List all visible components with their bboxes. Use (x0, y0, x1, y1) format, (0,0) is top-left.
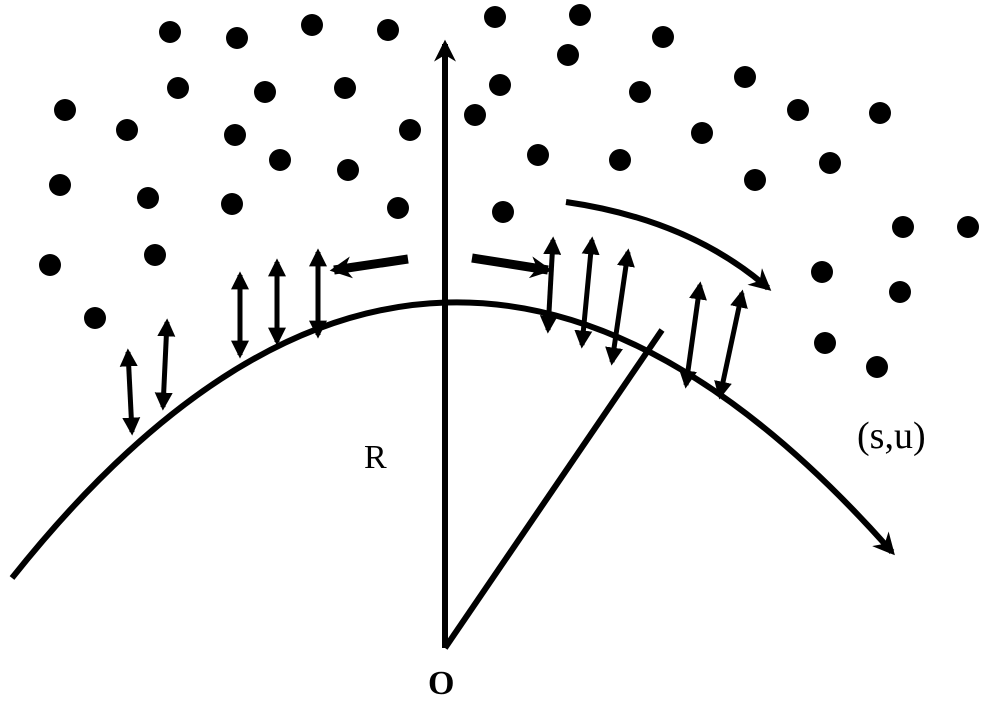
particle-dot (866, 356, 888, 378)
tangential-arrow-left (329, 254, 409, 279)
normal-arrow (679, 281, 707, 389)
origin-label: O (428, 665, 454, 702)
particle-dot (387, 197, 409, 219)
particle-dot (489, 74, 511, 96)
particle-dot (814, 332, 836, 354)
particle-dot (116, 119, 138, 141)
tangential-arrow-curved (565, 199, 772, 291)
particle-dot (254, 81, 276, 103)
particle-dot (787, 99, 809, 121)
radius-line (442, 328, 665, 650)
normal-arrow (539, 236, 562, 334)
particle-dot (167, 77, 189, 99)
particle-dot (484, 6, 506, 28)
particle-dot (221, 193, 243, 215)
particle-dot (301, 14, 323, 36)
particle-dot (734, 66, 756, 88)
particle-dot (84, 307, 106, 329)
particle-dot (377, 19, 399, 41)
particle-dot (39, 254, 61, 276)
particle-dot (892, 216, 914, 238)
tangential-arrow-right (471, 253, 553, 279)
particle-dot (492, 201, 514, 223)
particle-dot (337, 159, 359, 181)
radius-label: R (364, 439, 387, 476)
normal-arrow (605, 248, 635, 366)
particle-dot (54, 99, 76, 121)
particle-dot (744, 169, 766, 191)
particle-dot (334, 77, 356, 99)
normal-arrow (714, 289, 748, 400)
particle-dot (957, 216, 979, 238)
normal-fluctuation-arrows (119, 236, 748, 436)
particle-dot (226, 27, 248, 49)
normal-arrow (574, 236, 600, 349)
particle-dot (889, 281, 911, 303)
particle-dot (159, 21, 181, 43)
normal-arrow (119, 348, 141, 436)
particle-dot (224, 124, 246, 146)
particle-dot (819, 152, 841, 174)
curved-surface-arc (9, 299, 895, 580)
particle-dot (569, 4, 591, 26)
particle-dot (49, 174, 71, 196)
particle-dot (629, 81, 651, 103)
particle-dot (609, 149, 631, 171)
particle-dot (652, 26, 674, 48)
particle-dot (144, 244, 166, 266)
particle-dot (137, 187, 159, 209)
particle-dot (269, 149, 291, 171)
particle-dot (464, 104, 486, 126)
particle-dot (691, 122, 713, 144)
particle-dot (811, 261, 833, 283)
particles (39, 4, 979, 378)
coordinates-label: (s,u) (857, 415, 926, 457)
particle-dot (557, 44, 579, 66)
particle-dot (399, 119, 421, 141)
normal-arrow (154, 318, 176, 411)
particle-dot (869, 102, 891, 124)
particle-dot (527, 144, 549, 166)
